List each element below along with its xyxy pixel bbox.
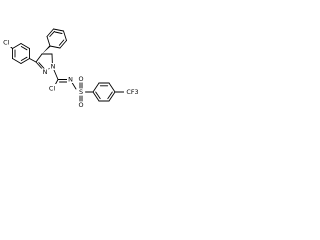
svg-text:Cl: Cl xyxy=(49,85,55,93)
svg-text:CF3: CF3 xyxy=(126,88,138,96)
svg-text:N: N xyxy=(68,76,73,84)
atom-o-top: O xyxy=(77,75,85,83)
wedge-bond-phenyl xyxy=(42,45,51,54)
atom-s: S xyxy=(77,88,85,96)
svg-text:O: O xyxy=(78,101,83,109)
svg-text:N: N xyxy=(43,68,48,76)
molecule-structure: Cl N N Cl N S O O CF3 xyxy=(0,28,141,109)
chlorophenyl-ring xyxy=(12,43,30,64)
atom-n-ring-2: N xyxy=(49,63,57,71)
atom-cl-left: Cl xyxy=(0,38,12,47)
atom-n-sulfonyl: N xyxy=(67,76,74,84)
svg-text:S: S xyxy=(79,88,83,96)
phenyl-ring xyxy=(46,28,67,49)
svg-text:O: O xyxy=(78,75,83,83)
bond-aryl-pyrazoline xyxy=(29,58,37,63)
atom-n-ring-1: N xyxy=(41,68,49,76)
atom-cl-amidine: Cl xyxy=(46,84,58,93)
trifluoromethylphenyl-ring xyxy=(92,82,116,102)
svg-text:Cl: Cl xyxy=(3,39,9,47)
svg-text:N: N xyxy=(51,63,56,71)
atom-o-bottom: O xyxy=(77,101,85,109)
atom-cf3: CF3 xyxy=(124,87,141,97)
bond-n-s xyxy=(71,82,77,90)
